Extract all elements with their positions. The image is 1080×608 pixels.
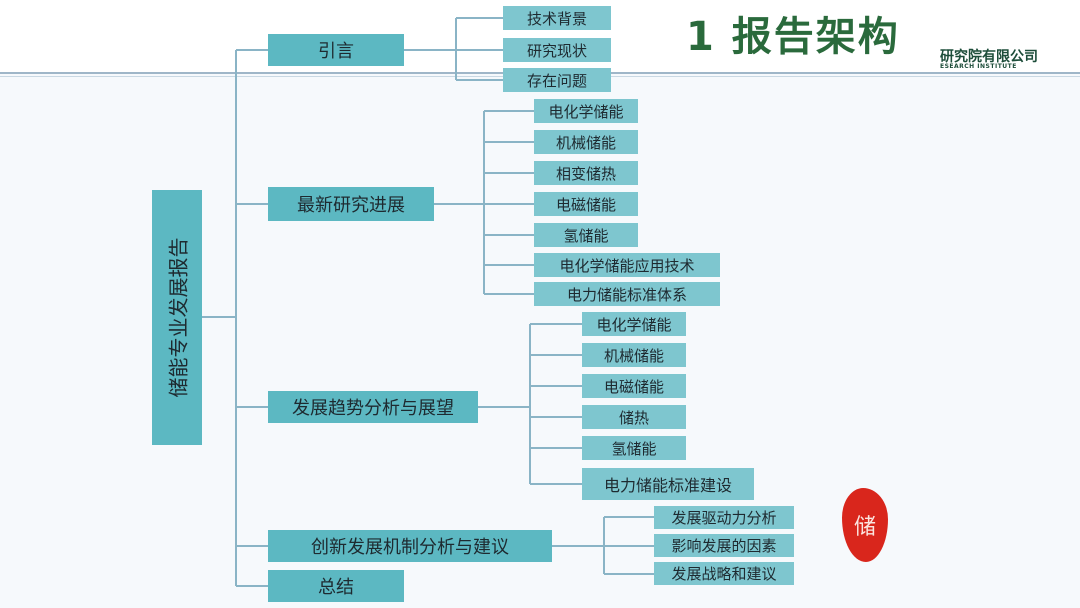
node-intro-child: 技术背景 [503, 6, 611, 30]
node-latest-research: 最新研究进展 [268, 187, 434, 221]
node-mechanism-child: 发展战略和建议 [654, 562, 794, 585]
node-research-child: 相变储热 [534, 161, 638, 185]
node-intro-child: 研究现状 [503, 38, 611, 62]
node-summary: 总结 [268, 570, 404, 602]
node-research-child: 电化学储能 [534, 99, 638, 123]
node-trend-child: 电力储能标准建设 [582, 468, 754, 500]
node-mechanism-child: 发展驱动力分析 [654, 506, 794, 529]
node-trend-child: 氢储能 [582, 436, 686, 460]
node-trend-child: 机械储能 [582, 343, 686, 367]
page-title: 1 报告架构 [686, 14, 900, 60]
node-innovation-mechanism: 创新发展机制分析与建议 [268, 530, 552, 562]
node-research-child: 机械储能 [534, 130, 638, 154]
node-research-child: 电磁储能 [534, 192, 638, 216]
seal-text: 储 [853, 515, 876, 540]
node-research-child: 电化学储能应用技术 [534, 253, 720, 277]
node-trend-analysis: 发展趋势分析与展望 [268, 391, 478, 423]
node-intro-child: 存在问题 [503, 68, 611, 92]
node-research-child: 氢储能 [534, 223, 638, 247]
node-trend-child: 电化学储能 [582, 312, 686, 336]
red-seal-stamp: 储 [842, 488, 888, 562]
logo-text: 研究院有限公司 [940, 49, 1038, 65]
node-research-child: 电力储能标准体系 [534, 282, 720, 306]
node-trend-child: 储热 [582, 405, 686, 429]
node-introduction: 引言 [268, 34, 404, 66]
logo-subtext: ESEARCH INSTITUTE [940, 63, 1017, 70]
root-label: 储能专业发展报告 [166, 237, 191, 398]
node-trend-child: 电磁储能 [582, 374, 686, 398]
root-node: 储能专业发展报告 [152, 190, 202, 445]
node-mechanism-child: 影响发展的因素 [654, 534, 794, 557]
